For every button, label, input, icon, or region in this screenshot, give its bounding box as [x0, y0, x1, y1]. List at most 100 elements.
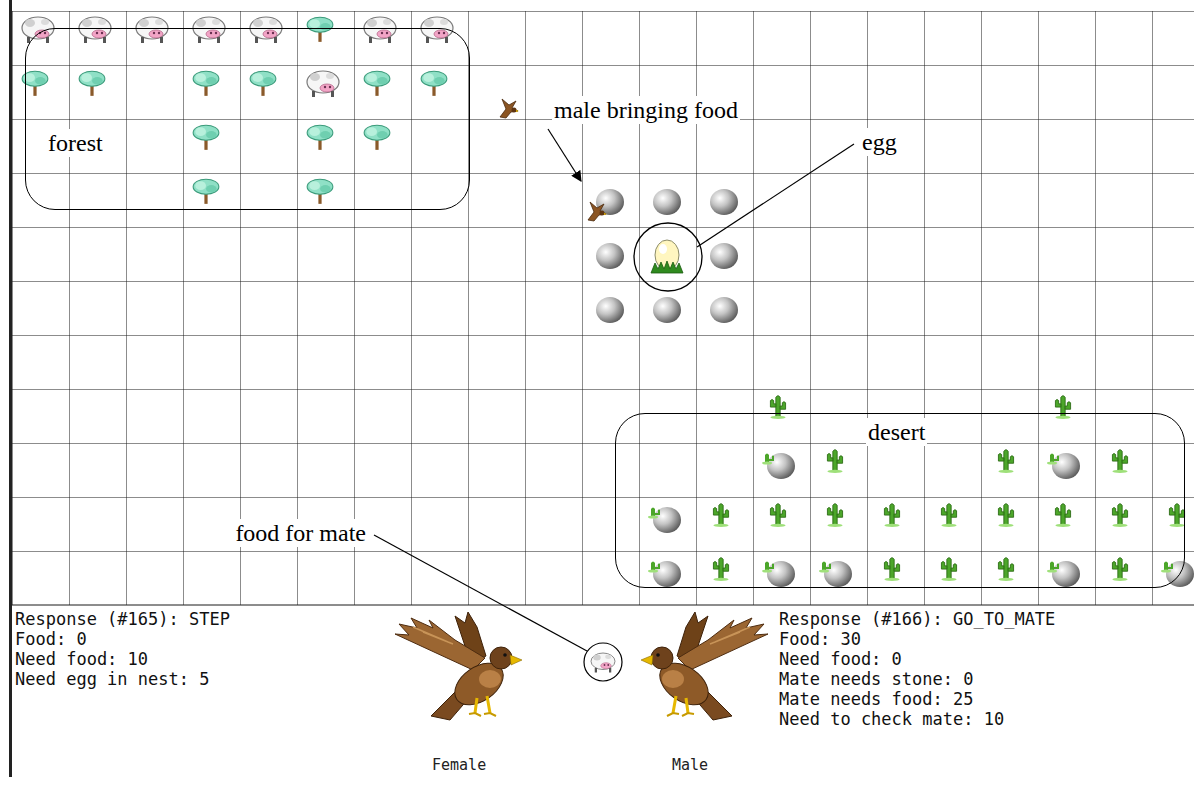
figure-caption: Male — [672, 756, 708, 774]
status-line-holder: Response (#166): GO_TO_MATE — [779, 609, 1055, 629]
cactus-icon — [827, 504, 842, 527]
stone-icon — [710, 297, 738, 323]
stone-icon — [819, 561, 852, 587]
cactus-icon — [770, 396, 785, 419]
male-hawk — [641, 612, 768, 720]
status-line-holder: Need food: 10 — [15, 649, 148, 669]
stone-icon — [596, 297, 624, 323]
leader-line — [374, 535, 587, 651]
figure-caption-holder: Male — [672, 756, 708, 774]
food-icon — [193, 17, 225, 43]
status-line: Response (#166): GO_TO_MATE — [779, 609, 1055, 629]
food-icon — [364, 17, 396, 43]
highlight-circle — [584, 643, 622, 681]
region-name: forest — [46, 129, 105, 157]
status-line: Mate needs stone: 0 — [779, 669, 973, 689]
callout-label-holder: male bringing food — [552, 96, 740, 124]
food-icon — [591, 653, 615, 673]
tree-icon — [79, 71, 105, 96]
stone-icon — [762, 561, 795, 587]
left-border — [9, 0, 12, 777]
status-line: Food: 30 — [779, 629, 861, 649]
status-line-holder: Mate needs food: 25 — [779, 689, 973, 709]
highlight-circle — [634, 223, 702, 291]
grid-bottom-line — [12, 605, 1194, 606]
stone-icon — [1047, 561, 1080, 587]
food-icon — [421, 17, 453, 43]
stone-icon — [710, 189, 738, 215]
cactus-icon — [1055, 396, 1070, 419]
tree-icon — [250, 71, 276, 96]
cactus-icon — [713, 504, 728, 527]
world-grid — [12, 11, 1194, 605]
cactus-icon — [713, 558, 728, 581]
cactus-icon — [1112, 504, 1127, 527]
callout-label-holder: food for mate — [233, 519, 368, 547]
tree-icon — [307, 17, 333, 42]
status-line: Need to check mate: 10 — [779, 709, 1004, 729]
status-line-holder: Food: 0 — [15, 629, 87, 649]
egg-icon — [651, 240, 683, 273]
status-line-holder: Food: 30 — [779, 629, 861, 649]
status-line-holder: Mate needs stone: 0 — [779, 669, 973, 689]
cactus-icon — [1112, 450, 1127, 473]
callout-label-holder: egg — [860, 128, 899, 156]
cactus-icon — [998, 504, 1013, 527]
tree-icon — [307, 179, 333, 204]
cactus-icon — [941, 558, 956, 581]
status-line: Need egg in nest: 5 — [15, 669, 209, 689]
tree-icon — [193, 71, 219, 96]
stone-icon — [710, 243, 738, 269]
status-line-holder: Need egg in nest: 5 — [15, 669, 209, 689]
tree-icon — [193, 125, 219, 150]
tree-icon — [364, 71, 390, 96]
stone-icon — [653, 189, 681, 215]
world-icons — [22, 17, 1194, 587]
stone-icon — [596, 243, 624, 269]
cactus-icon — [941, 504, 956, 527]
figure-caption: Female — [432, 756, 486, 774]
status-line-holder: Need to check mate: 10 — [779, 709, 1004, 729]
tree-icon — [193, 179, 219, 204]
tree-icon — [421, 71, 447, 96]
status-line: Need food: 0 — [779, 649, 902, 669]
cactus-icon — [998, 558, 1013, 581]
leader-arrow — [548, 129, 581, 181]
stone-icon — [1047, 453, 1080, 479]
callout-label: egg — [860, 128, 899, 156]
food-icon — [22, 17, 54, 43]
cactus-icon — [884, 558, 899, 581]
tree-icon — [22, 71, 48, 96]
status-line-holder: Response (#165): STEP — [15, 609, 230, 629]
stone-icon — [1161, 561, 1194, 587]
status-line: Response (#165): STEP — [15, 609, 230, 629]
female-hawk — [395, 612, 522, 720]
hawk-icon — [500, 99, 519, 118]
status-line-holder: Need food: 0 — [779, 649, 902, 669]
cactus-icon — [1112, 558, 1127, 581]
food-icon — [136, 17, 168, 43]
cactus-icon — [1055, 504, 1070, 527]
region-outline: forest — [25, 28, 470, 210]
cactus-icon — [884, 504, 899, 527]
food-icon — [79, 17, 111, 43]
callout-label: male bringing food — [552, 96, 740, 124]
food-icon — [250, 17, 282, 43]
stone-icon — [648, 561, 681, 587]
region-name: desert — [866, 418, 927, 446]
male-hawk-group — [641, 612, 768, 720]
region-outline: desert — [615, 413, 1185, 588]
leader-line — [697, 144, 854, 247]
cactus-icon — [770, 504, 785, 527]
tree-icon — [364, 125, 390, 150]
stone-icon — [648, 507, 681, 533]
hawk-icon — [588, 202, 607, 221]
tree-icon — [307, 125, 333, 150]
callout-label: food for mate — [233, 519, 368, 547]
